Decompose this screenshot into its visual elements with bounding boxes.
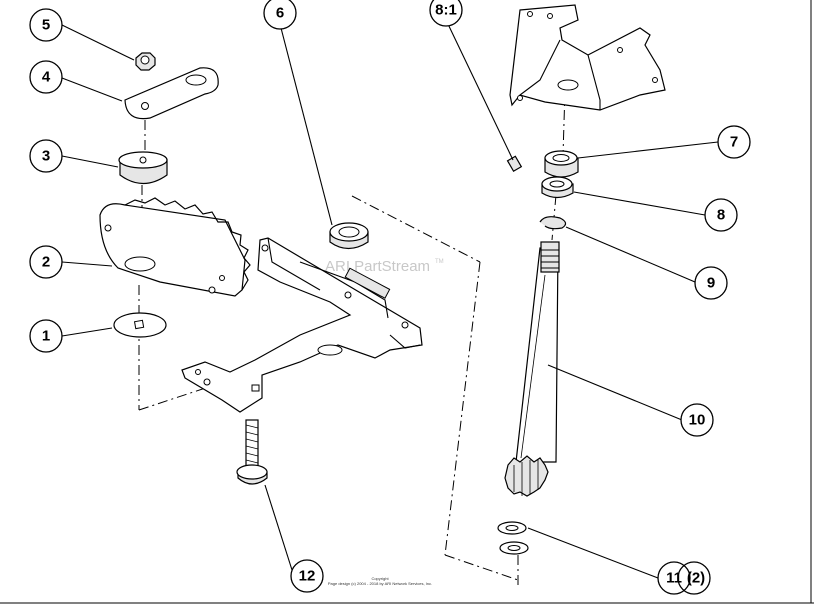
callout-5-label: 5 (42, 17, 50, 34)
callout-9-label: 9 (707, 275, 715, 292)
callout-6: 6 (263, 0, 297, 30)
watermark-trademark: TM (435, 259, 444, 265)
callout-2-label: 2 (42, 254, 50, 271)
callout-7-label: 7 (730, 134, 738, 151)
part-set-screw (506, 155, 523, 173)
callout-5: 5 (29, 8, 63, 42)
callout-8-1: 8:1 (429, 0, 463, 27)
callout-3-label: 3 (42, 148, 50, 165)
part-carriage-bolt (236, 419, 268, 485)
callout-9: 9 (694, 266, 728, 300)
callout-1-label: 1 (42, 328, 50, 345)
watermark-text: ARI PartStream (325, 258, 430, 275)
part-flange-bearing (544, 150, 579, 178)
callout-10: 10 (680, 403, 714, 437)
callout-4-label: 4 (42, 69, 51, 86)
callout-8: 8 (704, 198, 738, 232)
part-upper-bracket (509, 4, 666, 111)
part-bushing (329, 222, 369, 250)
part-nut (135, 52, 156, 71)
part-bracket (181, 237, 423, 413)
leader-lines (61, 21, 719, 579)
callout-10-label: 10 (689, 412, 706, 429)
callout-2: 2 (29, 245, 63, 279)
callout-8-label: 8 (717, 207, 725, 224)
copyright-line-1: Copyright (371, 576, 389, 581)
callout-6-label: 6 (276, 5, 284, 22)
part-link-plate (124, 67, 219, 120)
callout-8-1-label: 8:1 (435, 2, 457, 19)
part-clip (539, 216, 567, 230)
part-collar (541, 176, 574, 199)
callout-3: 3 (29, 139, 63, 173)
callout-12: 12 (290, 559, 324, 593)
part-spacer (118, 151, 168, 185)
part-sector-gear (99, 197, 251, 297)
callout-7: 7 (717, 125, 751, 159)
callout-11: 11 (2) (657, 561, 711, 595)
callout-4: 4 (29, 60, 63, 94)
callout-11-quantity: (2) (687, 570, 705, 587)
part-pinion-shaft (504, 241, 560, 497)
callout-12-label: 12 (299, 568, 316, 585)
part-washers (497, 521, 529, 555)
part-washer-square (113, 312, 167, 338)
callout-1: 1 (29, 319, 63, 353)
copyright-line-2: Page design (c) 2004 - 2018 by ARI Netwo… (328, 581, 432, 586)
